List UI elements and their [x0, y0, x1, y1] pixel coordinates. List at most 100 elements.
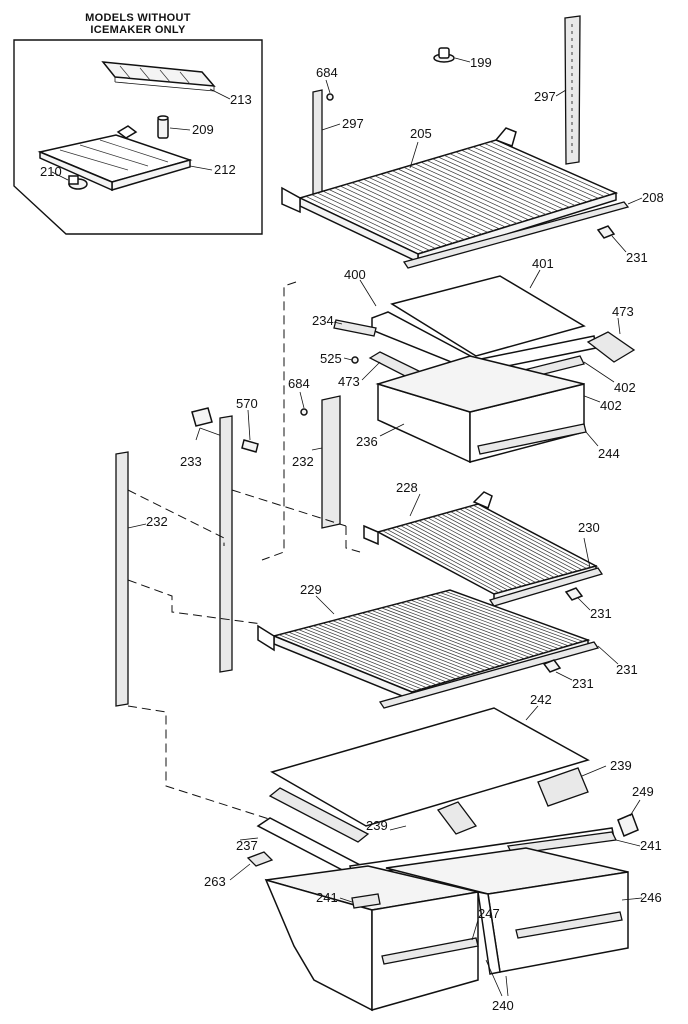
leader-249 — [629, 799, 641, 817]
part-246-handle — [515, 911, 623, 939]
callout-249: 249 — [632, 784, 654, 799]
leader-244 — [585, 431, 599, 447]
part-231-clip-top — [596, 225, 616, 239]
leader-401 — [529, 269, 541, 289]
callout-242: 242 — [530, 692, 552, 707]
part-242-cover-glass — [270, 707, 590, 827]
inset-title-line1: MODELS WITHOUT — [85, 12, 191, 24]
callout-234: 234 — [312, 313, 334, 328]
callout-525: 525 — [320, 351, 342, 366]
leader-232a — [311, 447, 323, 451]
assembly-outline-upper — [261, 281, 297, 561]
callout-402b: 402 — [600, 398, 622, 413]
callout-213: 213 — [230, 92, 252, 107]
leader-205 — [409, 141, 419, 169]
inset-box: MODELS WITHOUT ICEMAKER ONLY — [13, 12, 263, 235]
part-209-cylinder — [157, 115, 169, 139]
part-263-bracket — [246, 851, 274, 867]
assembly-outline-left-4 — [127, 705, 273, 821]
leader-400 — [359, 279, 377, 307]
part-212-tray — [37, 125, 193, 192]
inset-title-line2: ICEMAKER ONLY — [90, 24, 186, 36]
part-240-drawer-left — [264, 865, 479, 1012]
leader-473b — [361, 361, 381, 381]
leader-213 — [209, 88, 231, 100]
leader-237 — [239, 837, 259, 841]
callout-684b: 684 — [288, 376, 310, 391]
leader-263 — [229, 863, 251, 881]
callout-473b: 473 — [338, 374, 360, 389]
callout-231a: 231 — [626, 250, 648, 265]
part-241-handle-left — [351, 893, 381, 909]
callout-233: 233 — [180, 454, 202, 469]
leader-231b — [577, 597, 591, 611]
assembly-outline-left-2 — [231, 489, 347, 527]
leader-234 — [333, 321, 343, 325]
callout-232a: 232 — [292, 454, 314, 469]
leader-684b — [299, 391, 305, 409]
callout-231d: 231 — [572, 676, 594, 691]
callout-400: 400 — [344, 267, 366, 282]
leader-208 — [627, 197, 643, 205]
part-570-clip — [241, 439, 259, 453]
leader-242 — [525, 705, 539, 721]
part-210-knob — [68, 175, 88, 190]
leader-525 — [343, 357, 353, 361]
leader-402a — [583, 361, 615, 383]
callout-231b: 231 — [590, 606, 612, 621]
leader-236 — [379, 423, 405, 437]
callout-229: 229 — [300, 582, 322, 597]
part-231-clip-d — [542, 659, 562, 673]
part-401-cover-glass — [390, 275, 586, 357]
part-232-upright-outer — [115, 451, 129, 707]
leader-228 — [409, 493, 421, 517]
part-199-knob — [433, 47, 455, 63]
callout-244: 244 — [598, 446, 620, 461]
callout-232b: 232 — [146, 514, 168, 529]
callout-684a: 684 — [316, 65, 338, 80]
part-297-right-upright — [564, 15, 581, 165]
leader-240a — [485, 959, 503, 997]
callout-247: 247 — [478, 906, 500, 921]
callout-263: 263 — [204, 874, 226, 889]
callout-236: 236 — [356, 434, 378, 449]
callout-208: 208 — [642, 190, 664, 205]
callout-239b: 239 — [366, 818, 388, 833]
callout-473a: 473 — [612, 304, 634, 319]
callout-199: 199 — [470, 55, 492, 70]
part-213-shelf — [101, 61, 216, 92]
leader-473a — [617, 317, 621, 335]
part-297-left-upright — [312, 89, 323, 201]
leader-231c — [597, 645, 619, 665]
leader-229 — [315, 595, 335, 615]
assembly-outline-left — [127, 489, 225, 546]
part-230-strip — [488, 567, 604, 607]
leader-241b — [339, 897, 353, 903]
part-231-strip-front — [378, 641, 600, 709]
leader-231a — [611, 235, 627, 253]
callout-246: 246 — [640, 890, 662, 905]
callout-239a: 239 — [610, 758, 632, 773]
part-229-shelf — [257, 589, 591, 702]
callout-297a: 297 — [534, 89, 556, 104]
leader-246 — [621, 897, 643, 901]
callout-241b: 241 — [316, 890, 338, 905]
part-236-drawer — [375, 355, 585, 464]
part-249-clip — [617, 813, 639, 837]
leader-240b — [505, 975, 509, 997]
callout-570: 570 — [236, 396, 258, 411]
callout-209: 209 — [192, 122, 214, 137]
assembly-outline-left-3 — [127, 579, 263, 625]
callout-212: 212 — [214, 162, 236, 177]
part-232-upright-inner — [219, 415, 233, 673]
part-684-screw-lower — [300, 408, 308, 416]
callout-228: 228 — [396, 480, 418, 495]
callout-241a: 241 — [640, 838, 662, 853]
part-473-right-rail — [586, 331, 636, 363]
leader-684a — [325, 79, 331, 94]
leader-239a — [581, 765, 607, 777]
leader-297a — [555, 89, 567, 97]
part-684-screw-top — [326, 93, 334, 101]
leader-239b — [389, 825, 407, 831]
